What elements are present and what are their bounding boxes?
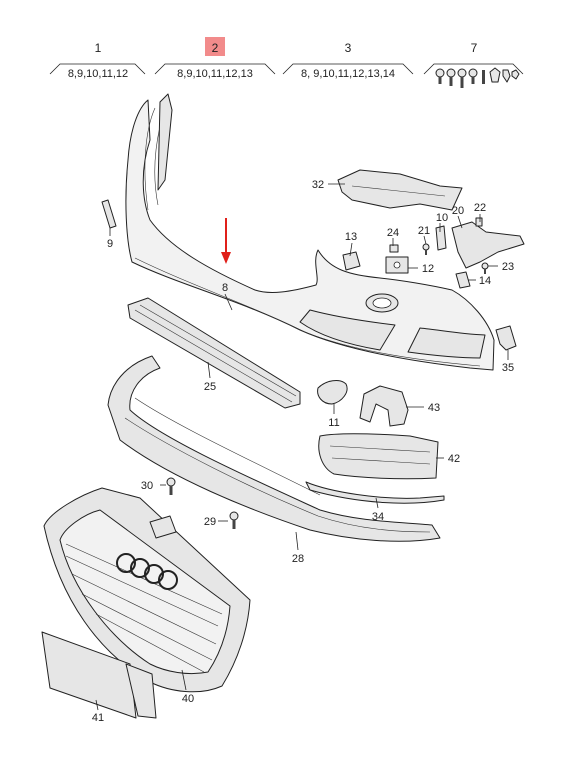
part-10-bracket[interactable] [435, 225, 447, 251]
callout-32: 32 [312, 179, 324, 191]
callout-11: 11 [328, 417, 339, 429]
group-refs: 8,9,10,11,12 [68, 68, 128, 80]
highlight-box [205, 37, 225, 56]
callout-22: 22 [474, 202, 486, 214]
callout-40: 40 [182, 693, 194, 705]
part-24-nut[interactable] [389, 244, 399, 253]
screw-set-icon [435, 67, 520, 88]
callout-42: 42 [448, 453, 460, 465]
part-14-clip[interactable] [455, 271, 471, 289]
group-number: 7 [471, 41, 478, 55]
group-refs: 8, 9,10,11,12,13,14 [301, 68, 395, 80]
callout-41: 41 [92, 712, 104, 724]
callout-21: 21 [418, 225, 430, 237]
callout-35: 35 [502, 362, 514, 374]
callout-30: 30 [141, 480, 153, 492]
audi-rings-logo [116, 553, 178, 590]
group-bracket [282, 63, 414, 75]
part-43-bracket[interactable] [359, 385, 409, 427]
part-40-radiator-grille[interactable] [43, 487, 251, 693]
callout-labels: 32 10 20 22 13 24 21 23 12 14 9 8 25 11 … [92, 179, 514, 724]
group-number: 3 [345, 41, 352, 55]
red-arrow-icon [221, 218, 231, 264]
part-34-trim-strip[interactable] [305, 481, 445, 504]
part-28-impact-carrier[interactable] [107, 355, 441, 542]
part-32-bracket[interactable] [337, 169, 463, 211]
header-group-7[interactable]: 7 [423, 41, 524, 88]
part-21-screw[interactable] [422, 243, 430, 255]
part-20-side-bracket[interactable] [451, 221, 525, 269]
header-group-3[interactable]: 3 8, 9,10,11,12,13,14 [282, 41, 414, 80]
group-bracket [423, 63, 524, 75]
callout-28: 28 [292, 553, 304, 565]
part-41-plate-holder[interactable] [41, 631, 157, 719]
leader-lines [95, 183, 509, 711]
header-group-1[interactable]: 1 8,9,10,11,12 [49, 41, 146, 80]
callout-9: 9 [107, 238, 113, 250]
part-11-tow-cap[interactable] [317, 380, 348, 405]
part-23-screw[interactable] [481, 262, 489, 274]
part-9-clip[interactable] [101, 199, 117, 236]
part-22-clip[interactable] [475, 217, 483, 227]
callout-34: 34 [372, 511, 384, 523]
part-29-screw[interactable] [229, 511, 239, 529]
callout-25: 25 [204, 381, 216, 393]
callout-8: 8 [222, 282, 228, 294]
callout-12: 12 [422, 263, 434, 275]
part-12-clip[interactable] [385, 256, 409, 274]
part-25-trim-strip[interactable] [127, 297, 301, 409]
group-number: 1 [95, 41, 102, 55]
callout-43: 43 [428, 402, 440, 414]
callout-24: 24 [387, 227, 399, 239]
group-number: 2 [212, 41, 219, 55]
callout-29: 29 [204, 516, 216, 528]
part-42-fog-grille[interactable] [318, 433, 439, 480]
group-refs: 8,9,10,11,12,13 [177, 68, 253, 80]
callout-13: 13 [345, 231, 357, 243]
part-13-clip[interactable] [342, 251, 361, 271]
part-30-screw[interactable] [166, 477, 176, 495]
group-bracket [49, 63, 146, 75]
group-bracket [154, 63, 276, 75]
callout-20: 20 [452, 205, 464, 217]
callout-10: 10 [436, 212, 448, 224]
callout-23: 23 [502, 261, 514, 273]
bumper-cover[interactable] [125, 93, 495, 371]
header-group-2[interactable]: 2 8,9,10,11,12,13 [154, 37, 276, 80]
part-35-bracket[interactable] [495, 325, 517, 351]
callout-14: 14 [479, 275, 491, 287]
